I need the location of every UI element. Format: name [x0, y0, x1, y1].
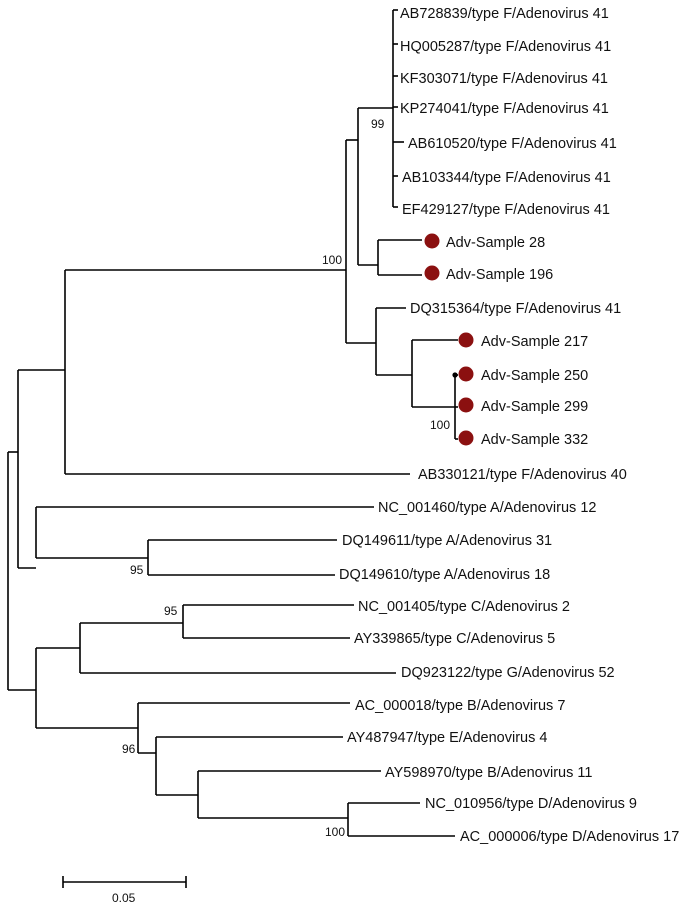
leaf-label-adv-sample-28: Adv-Sample 28 — [446, 235, 545, 251]
leaf-label-ac000018: AC_000018/type B/Adenovirus 7 — [355, 698, 565, 714]
bootstrap-bed-clade: 96 — [122, 742, 136, 756]
sample-marker-adv-sample-196 — [424, 265, 440, 281]
leaf-label-dq923122: DQ923122/type G/Adenovirus 52 — [401, 665, 615, 681]
leaf-label-kf303071: KF303071/type F/Adenovirus 41 — [400, 71, 608, 87]
leaf-label-adv-sample-250: Adv-Sample 250 — [481, 368, 588, 384]
leaf-label-ab330121: AB330121/type F/Adenovirus 40 — [418, 467, 627, 483]
bootstrap-f41-clade: 99 — [371, 117, 385, 131]
node-dot — [452, 372, 458, 378]
bootstrap-f41-group: 100 — [322, 253, 342, 267]
leaf-label-adv-sample-332: Adv-Sample 332 — [481, 432, 588, 448]
leaf-label-nc010956: NC_010956/type D/Adenovirus 9 — [425, 796, 637, 812]
bootstrap-c2-c5: 95 — [164, 604, 178, 618]
bootstrap-a31-a18: 95 — [130, 563, 144, 577]
leaf-label-nc001405: NC_001405/type C/Adenovirus 2 — [358, 599, 570, 615]
leaf-label-hq005287: HQ005287/type F/Adenovirus 41 — [400, 39, 611, 55]
bootstrap-values: 99 100 100 95 95 96 100 — [122, 117, 450, 839]
scale-bar: 0.05 — [62, 876, 187, 905]
leaf-label-ay598970: AY598970/type B/Adenovirus 11 — [385, 765, 592, 781]
sample-marker-adv-sample-28 — [424, 233, 440, 249]
leaf-label-ay339865: AY339865/type C/Adenovirus 5 — [354, 631, 555, 647]
leaf-labels: AB728839/type F/Adenovirus 41 HQ005287/t… — [339, 6, 679, 845]
leaf-label-adv-sample-217: Adv-Sample 217 — [481, 334, 588, 350]
sample-marker-adv-sample-217 — [458, 332, 474, 348]
leaf-label-nc001460: NC_001460/type A/Adenovirus 12 — [378, 500, 596, 516]
leaf-label-ay487947: AY487947/type E/Adenovirus 4 — [347, 730, 547, 746]
bootstrap-samples-250-332: 100 — [430, 418, 450, 432]
leaf-label-adv-sample-196: Adv-Sample 196 — [446, 267, 553, 283]
leaf-label-ab728839: AB728839/type F/Adenovirus 41 — [400, 6, 609, 22]
tree-branches — [7, 9, 458, 837]
sample-marker-adv-sample-299 — [458, 397, 474, 413]
sample-marker-adv-sample-332 — [458, 430, 474, 446]
sample-markers — [424, 233, 474, 446]
leaf-label-dq315364: DQ315364/type F/Adenovirus 41 — [410, 301, 621, 317]
leaf-label-ab103344: AB103344/type F/Adenovirus 41 — [402, 170, 611, 186]
leaf-label-dq149611: DQ149611/type A/Adenovirus 31 — [342, 533, 552, 549]
leaf-label-ac000006: AC_000006/type D/Adenovirus 17 — [460, 829, 679, 845]
bootstrap-d9-d17: 100 — [325, 825, 345, 839]
leaf-label-kp274041: KP274041/type F/Adenovirus 41 — [400, 101, 609, 117]
leaf-label-ef429127: EF429127/type F/Adenovirus 41 — [402, 202, 610, 218]
scale-bar-label: 0.05 — [112, 891, 136, 905]
leaf-label-ab610520: AB610520/type F/Adenovirus 41 — [408, 136, 617, 152]
sample-marker-adv-sample-250 — [458, 366, 474, 382]
leaf-label-dq149610: DQ149610/type A/Adenovirus 18 — [339, 567, 550, 583]
leaf-label-adv-sample-299: Adv-Sample 299 — [481, 399, 588, 415]
